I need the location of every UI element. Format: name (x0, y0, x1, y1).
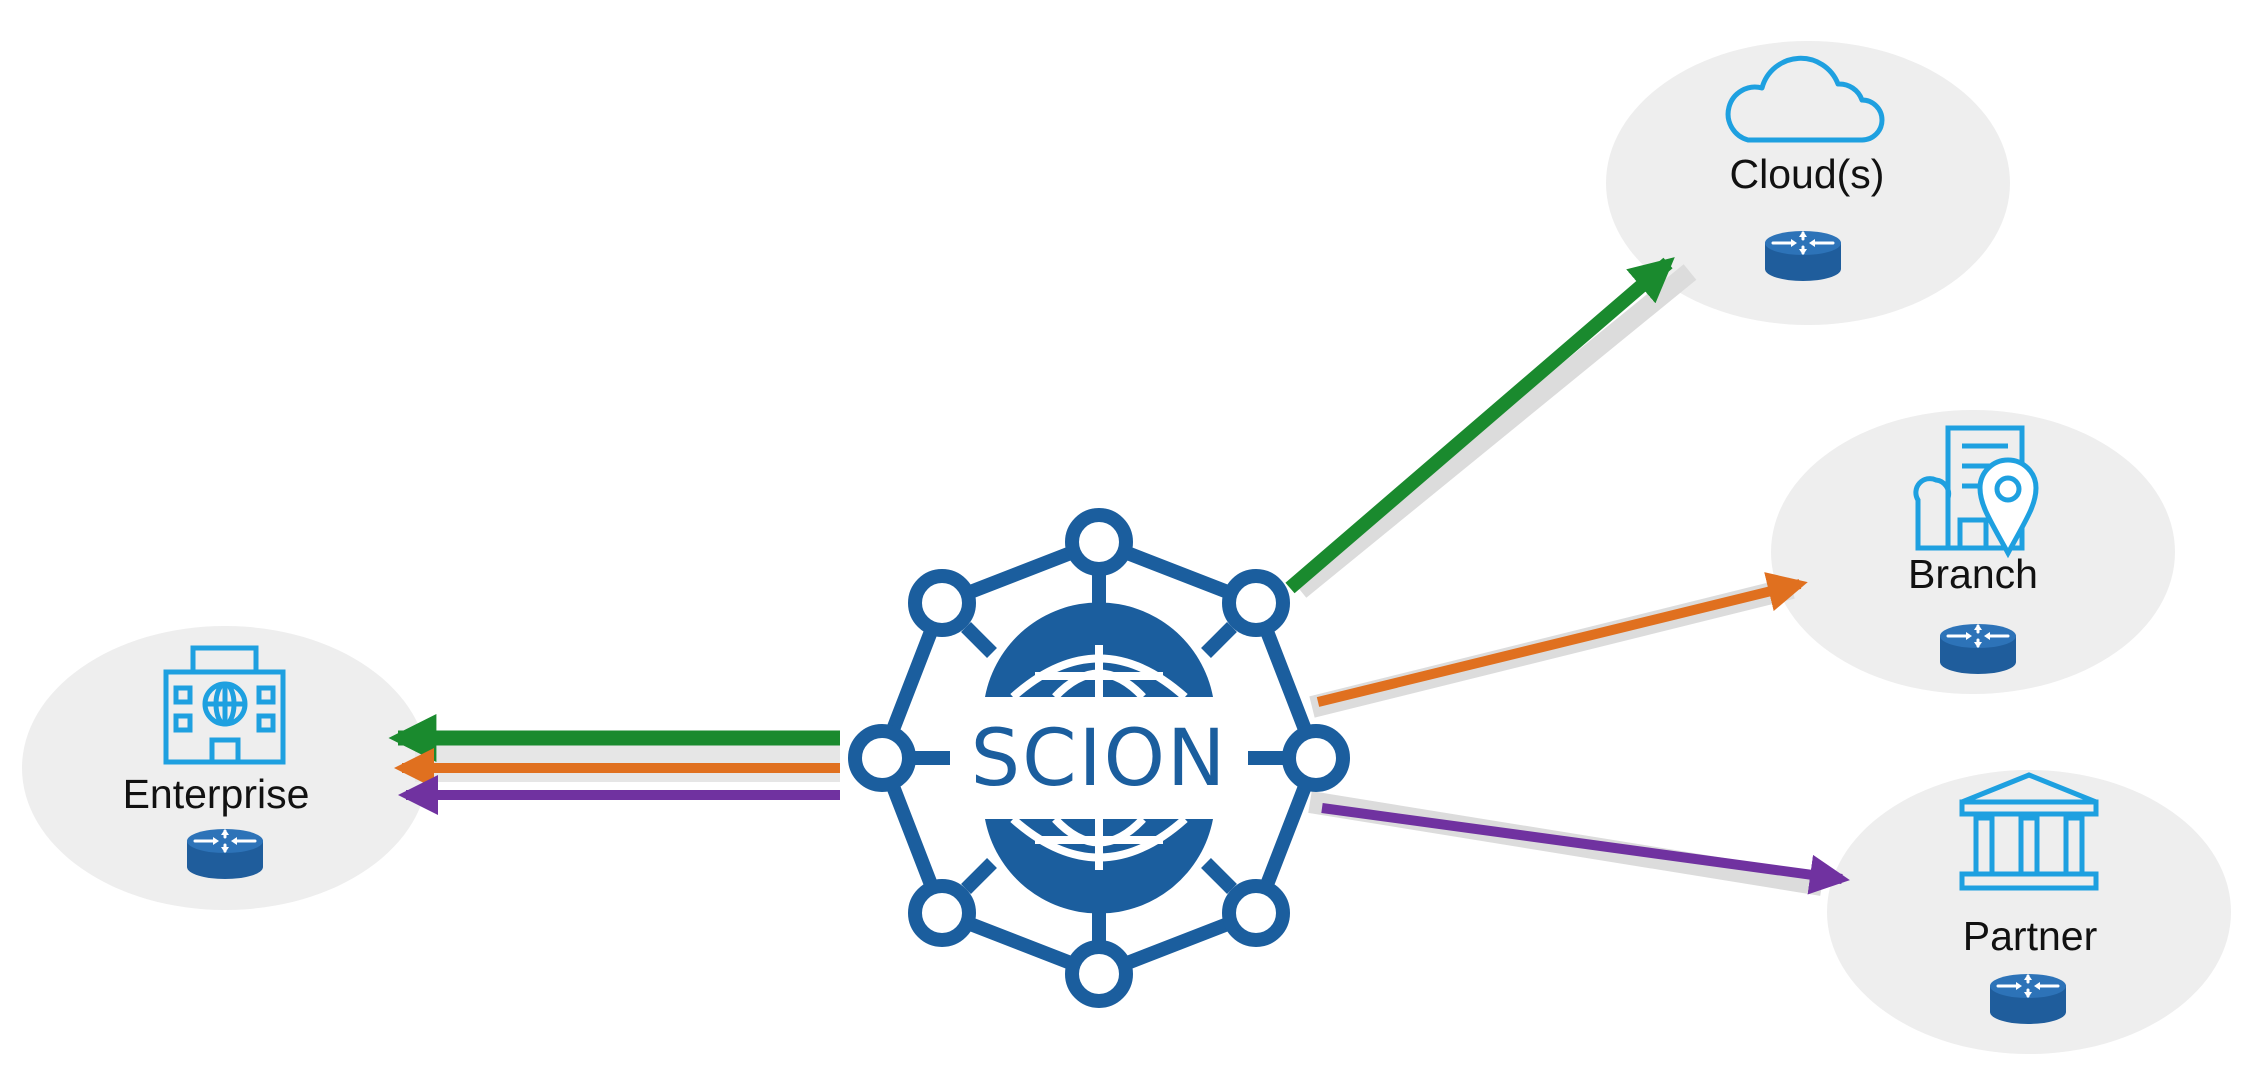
branch-office-location-icon (1913, 425, 2039, 559)
enterprise-building-icon (163, 645, 286, 765)
scion-hub: SCION (848, 508, 1350, 1008)
globe-icon (985, 602, 1213, 914)
cloud-label: Cloud(s) (1730, 151, 1885, 197)
partner-institution-icon (1959, 772, 2099, 891)
branch-label: Branch (1908, 551, 2038, 597)
cloud-icon (1725, 55, 1885, 143)
arrow-scion-to-partner (1321, 803, 1850, 895)
branch-zone (1771, 410, 2175, 694)
partner-zone (1827, 770, 2231, 1054)
enterprise-label: Enterprise (123, 771, 310, 817)
hub-label: SCION (971, 714, 1228, 804)
cloud-router-icon (1763, 229, 1843, 283)
partner-router-icon (1988, 972, 2068, 1026)
cloud-zone (1606, 41, 2010, 325)
hub-nodes (848, 508, 1350, 1008)
arrow-scion-to-branch (1316, 572, 1808, 707)
enterprise-zone (22, 626, 428, 910)
partner-label: Partner (1963, 913, 2097, 959)
enterprise-router-icon (185, 827, 265, 881)
branch-router-icon (1938, 622, 2018, 676)
arrow-scion-to-cloud (1285, 257, 1675, 594)
